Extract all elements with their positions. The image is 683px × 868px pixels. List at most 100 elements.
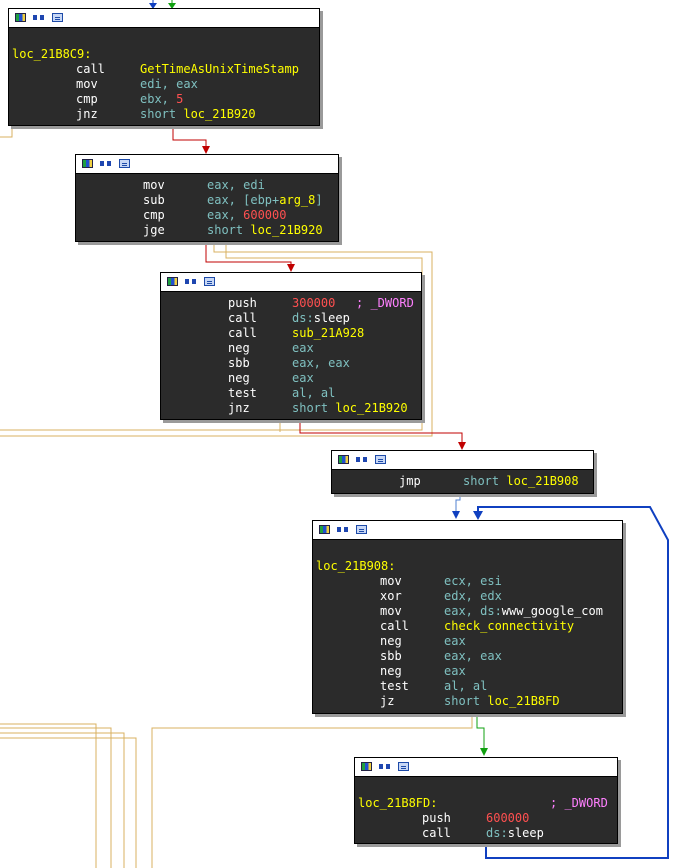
- edge-passthrough: [0, 737, 137, 868]
- instruction-line[interactable]: jnz short loc_21B920: [164, 401, 421, 416]
- instruction-line[interactable]: test al, al: [316, 679, 622, 694]
- operand[interactable]: al, al: [292, 386, 336, 400]
- label-line[interactable]: loc_21B8FD:; _DWORD: [358, 796, 617, 811]
- block-toolbar: [9, 9, 319, 28]
- operand[interactable]: GetTimeAsUnixTimeStamp: [140, 62, 299, 76]
- mnemonic: jge: [143, 223, 165, 237]
- operand[interactable]: eax: [444, 664, 466, 678]
- operand[interactable]: ebx, 5: [140, 92, 184, 106]
- edge-passthrough: [0, 732, 125, 868]
- block-toolbar: [332, 451, 593, 470]
- code-label[interactable]: loc_21B8C9:: [12, 47, 92, 61]
- edge-passthrough: [151, 712, 473, 868]
- mnemonic: push: [422, 811, 451, 825]
- operand[interactable]: eax, eax: [292, 356, 350, 370]
- instruction-line[interactable]: call sub_21A928: [164, 326, 421, 341]
- block-list-icon[interactable]: [356, 525, 367, 534]
- code-block-loc-21b8c9[interactable]: loc_21B8C9: call GetTimeAsUnixTimeStamp m…: [8, 8, 320, 126]
- operand[interactable]: ds:sleep: [292, 311, 350, 325]
- block-list-icon[interactable]: [52, 13, 63, 22]
- mnemonic: test: [380, 679, 409, 693]
- instruction-line[interactable]: neg eax: [316, 634, 622, 649]
- operand[interactable]: ds:sleep: [486, 826, 544, 840]
- mnemonic: call: [76, 62, 105, 76]
- block-list-icon[interactable]: [398, 762, 409, 771]
- mnemonic: jnz: [228, 401, 250, 415]
- group-nodes-icon[interactable]: [337, 525, 348, 534]
- graph-color-icon[interactable]: [167, 277, 178, 286]
- operand[interactable]: eax, [ebp+arg_8]: [207, 193, 323, 207]
- mnemonic: cmp: [143, 208, 165, 222]
- mnemonic: neg: [380, 634, 402, 648]
- graph-color-icon[interactable]: [361, 762, 372, 771]
- operand[interactable]: eax: [292, 371, 314, 385]
- instruction-line[interactable]: jge short loc_21B920: [79, 223, 338, 238]
- operand[interactable]: 600000: [486, 811, 530, 825]
- operand[interactable]: short loc_21B920: [140, 107, 256, 121]
- operand[interactable]: eax, 600000: [207, 208, 287, 222]
- operand[interactable]: check_connectivity: [444, 619, 575, 633]
- operand[interactable]: short loc_21B8FD: [444, 694, 560, 708]
- operand[interactable]: short loc_21B920: [207, 223, 323, 237]
- operand[interactable]: eax, eax: [444, 649, 502, 663]
- edge-false: [172, 124, 207, 152]
- graph-color-icon[interactable]: [15, 13, 26, 22]
- mnemonic: mov: [380, 604, 402, 618]
- group-nodes-icon[interactable]: [100, 159, 111, 168]
- mnemonic: neg: [228, 371, 250, 385]
- mnemonic: call: [228, 326, 257, 340]
- operand[interactable]: edi, eax: [140, 77, 198, 91]
- operand[interactable]: ecx, esi: [444, 574, 502, 588]
- block-list-icon[interactable]: [119, 159, 130, 168]
- operand[interactable]: sub_21A928: [292, 326, 365, 340]
- operand[interactable]: edx, edx: [444, 589, 502, 603]
- instruction-line[interactable]: mov eax, ds:www_google_com: [316, 604, 622, 619]
- operand[interactable]: short loc_21B920: [292, 401, 408, 415]
- instruction-line[interactable]: cmp eax, 600000: [79, 208, 338, 223]
- operand[interactable]: eax, edi: [207, 178, 265, 192]
- code-label[interactable]: loc_21B908:: [316, 559, 396, 573]
- code-label[interactable]: loc_21B8FD:: [358, 796, 438, 810]
- operand[interactable]: eax: [292, 341, 314, 355]
- block-list-icon[interactable]: [375, 455, 386, 464]
- operand[interactable]: short loc_21B908: [463, 474, 579, 488]
- group-nodes-icon[interactable]: [379, 762, 390, 771]
- instruction-line[interactable]: neg eax: [164, 371, 421, 386]
- operand[interactable]: eax: [444, 634, 466, 648]
- operand[interactable]: al, al: [444, 679, 488, 693]
- graph-color-icon[interactable]: [319, 525, 330, 534]
- block-list-icon[interactable]: [204, 277, 215, 286]
- operand[interactable]: eax, ds:www_google_com: [444, 604, 603, 618]
- instruction-line[interactable]: push 600000: [358, 811, 617, 826]
- instruction-line[interactable]: call GetTimeAsUnixTimeStamp: [12, 62, 319, 77]
- group-nodes-icon[interactable]: [185, 277, 196, 286]
- group-nodes-icon[interactable]: [33, 13, 44, 22]
- operand[interactable]: 300000: [292, 296, 336, 310]
- group-nodes-icon[interactable]: [356, 455, 367, 464]
- graph-color-icon[interactable]: [338, 455, 349, 464]
- graph-color-icon[interactable]: [82, 159, 93, 168]
